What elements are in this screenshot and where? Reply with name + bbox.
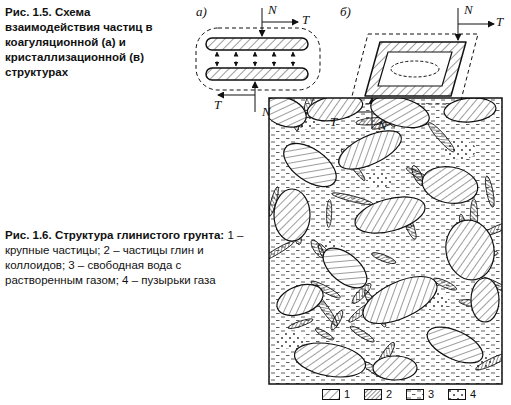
large-particle: [367, 98, 432, 133]
legend-text: 4: [470, 388, 476, 400]
large-particle: [419, 162, 480, 207]
legend-swatch: [448, 389, 466, 400]
large-particle: [292, 338, 368, 382]
large-particle: [356, 267, 444, 333]
legend-swatch: [322, 389, 340, 400]
force-label: T: [330, 114, 337, 130]
large-particle: [441, 216, 499, 283]
legend-swatch: [406, 389, 424, 400]
force-label: N: [378, 118, 387, 134]
large-particle: [373, 356, 417, 380]
legend-text: 1: [344, 388, 350, 400]
gas-bubbles: [368, 172, 392, 188]
large-particle: [471, 278, 499, 322]
large-particle: [269, 98, 310, 133]
part-letter: а): [196, 4, 207, 20]
force-label: N: [268, 2, 277, 18]
clay-particle: [326, 199, 332, 227]
soil-structure: [258, 89, 511, 384]
swatch-fill: [365, 390, 382, 400]
figure-caption: Рис. 1.5. Схема взаимодействия частиц в …: [5, 5, 187, 80]
large-particle: [276, 135, 344, 196]
clay-particle: [349, 324, 376, 344]
large-particle: [316, 241, 374, 296]
large-particle: [333, 123, 406, 177]
swatch-fill: [323, 390, 340, 400]
large-particle: [273, 279, 328, 322]
large-particle: [351, 190, 429, 240]
force-label: N: [262, 104, 271, 120]
force-label: T: [302, 12, 309, 28]
legend-swatch: [364, 389, 382, 400]
coagulation-scheme: [196, 8, 320, 112]
large-particle: [422, 320, 488, 371]
large-particle: [333, 123, 406, 177]
gas-bubbles: [276, 331, 304, 349]
force-label: T: [214, 97, 221, 113]
large-particle: [356, 267, 444, 333]
clay-particle: [426, 120, 457, 154]
large-particle: [316, 241, 374, 296]
gas-bubbles: [276, 331, 304, 349]
large-particle: [276, 135, 344, 196]
large-particle: [441, 216, 499, 283]
clay-particle: [331, 191, 373, 207]
large-particle: [269, 98, 310, 133]
large-particle: [373, 356, 417, 380]
swatch-fill: [449, 390, 466, 400]
swatch-frame: [323, 390, 340, 400]
large-particle: [419, 162, 480, 207]
swatch-frame: [449, 390, 466, 400]
clay-particle: [269, 239, 296, 264]
swatch-fill: [407, 390, 424, 400]
swatch-frame: [407, 390, 424, 400]
large-particle: [274, 189, 310, 241]
clay-particle: [314, 327, 335, 342]
large-particle: [443, 98, 497, 124]
large-particle: [351, 190, 429, 240]
clay-particle: [287, 317, 314, 330]
legend-text: 3: [428, 388, 434, 400]
large-particle: [422, 320, 488, 371]
clay-particle: [371, 251, 397, 266]
large-particle: [292, 338, 368, 382]
force-label: N: [464, 2, 473, 18]
gas-bubbles: [368, 172, 392, 188]
legend-text: 2: [386, 388, 392, 400]
caption-title: Рис. 1.6. Структура глинистого грунта:: [5, 229, 224, 241]
large-particle: [443, 98, 497, 124]
clay-particle: [484, 175, 496, 208]
large-particle: [367, 98, 432, 133]
figure-caption: Рис. 1.6. Структура глинистого грунта: 1…: [5, 228, 260, 288]
large-particle: [273, 279, 328, 322]
large-particle: [274, 189, 310, 241]
part-letter: б): [340, 4, 351, 20]
force-label: T: [496, 14, 503, 30]
large-particle: [471, 278, 499, 322]
swatch-frame: [365, 390, 382, 400]
